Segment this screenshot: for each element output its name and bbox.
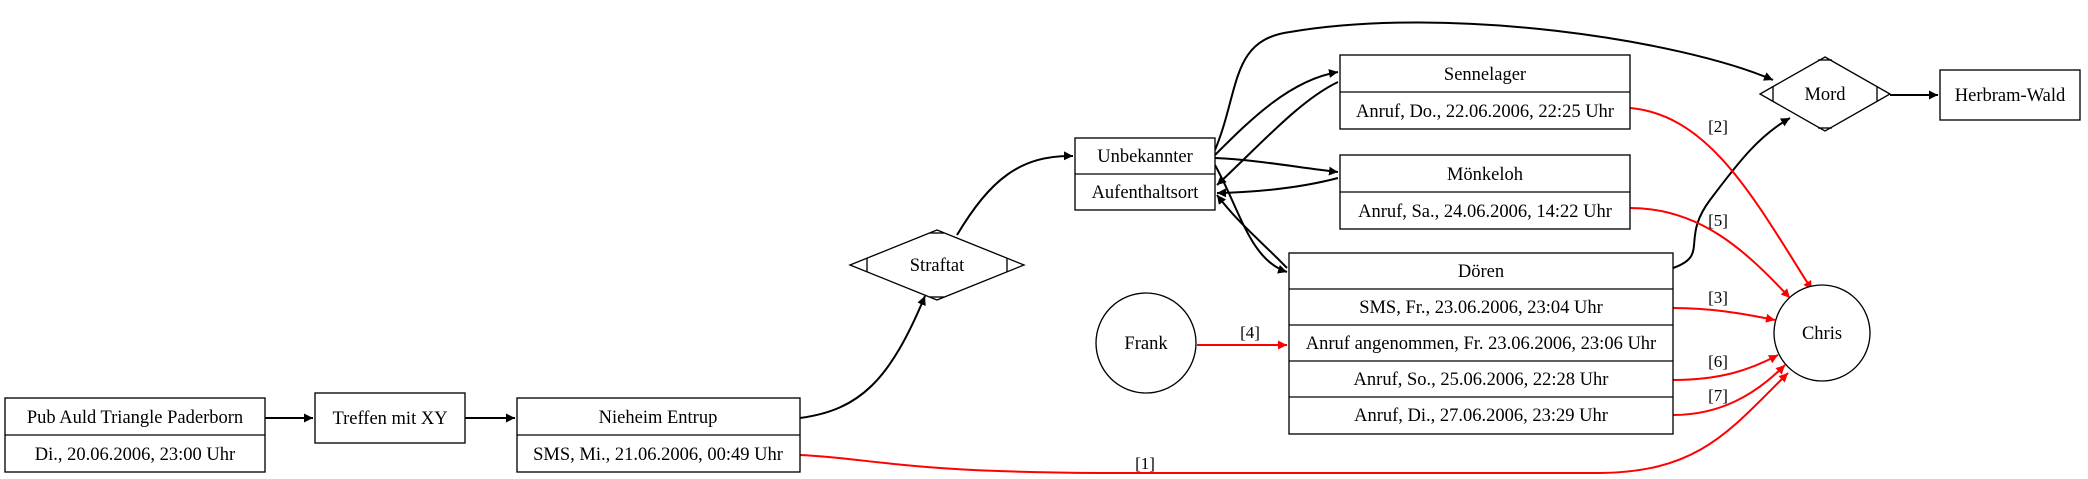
edges-black — [265, 21, 1938, 423]
node-doeren-row: Anruf, Di., 27.06.2006, 23:29 Uhr — [1354, 406, 1608, 426]
node-nieheim-name: Nieheim Entrup — [599, 408, 718, 428]
node-unbekannt-line2: Aufenthaltsort — [1092, 183, 1200, 203]
node-pub-detail: Di., 20.06.2006, 23:00 Uhr — [35, 445, 235, 465]
edge-2 — [1629, 107, 1813, 291]
node-unbekannt: Unbekannter Aufenthaltsort — [1074, 137, 1216, 211]
node-nieheim: Nieheim Entrup SMS, Mi., 21.06.2006, 00:… — [516, 397, 801, 473]
node-doeren-name: Dören — [1458, 262, 1504, 282]
node-doeren: Dören SMS, Fr., 23.06.2006, 23:04 Uhr An… — [1288, 252, 1674, 435]
node-sennelager-detail: Anruf, Do., 22.06.2006, 22:25 Uhr — [1356, 102, 1614, 122]
node-unbekannt-line1: Unbekannter — [1097, 147, 1193, 167]
edge-label-3: [3] — [1708, 288, 1728, 307]
node-pub: Pub Auld Triangle Paderborn Di., 20.06.2… — [4, 397, 266, 473]
edge-doeren-mord — [1672, 117, 1791, 269]
node-nieheim-detail: SMS, Mi., 21.06.2006, 00:49 Uhr — [533, 445, 783, 465]
edge-moenkeloh-unbekannt — [1216, 177, 1339, 198]
edge-unbekannt-sennelager — [1214, 69, 1339, 156]
edges-red — [799, 107, 1813, 474]
edge-labels: [1] [2] [3] [4] [5] [6] [7] — [1135, 117, 1728, 473]
node-doeren-row: Anruf angenommen, Fr. 23.06.2006, 23:06 … — [1306, 334, 1656, 354]
node-frank: Frank — [1095, 292, 1197, 394]
node-frank-name: Frank — [1124, 334, 1168, 354]
edge-label-4: [4] — [1240, 323, 1260, 342]
edge-7 — [1672, 364, 1786, 416]
node-moenkeloh: Mönkeloh Anruf, Sa., 24.06.2006, 14:22 U… — [1339, 154, 1631, 230]
node-straftat-name: Straftat — [910, 256, 965, 276]
node-sennelager-name: Sennelager — [1444, 65, 1526, 85]
node-doeren-row: SMS, Fr., 23.06.2006, 23:04 Uhr — [1359, 298, 1603, 318]
edge-doeren-unbekannt — [1216, 194, 1288, 269]
edge-straftat-unbekannt — [956, 151, 1074, 236]
edge-5 — [1629, 207, 1791, 299]
node-chris: Chris — [1773, 284, 1871, 382]
edge-label-1: [1] — [1135, 454, 1155, 473]
node-mord-name: Mord — [1804, 85, 1846, 105]
edge-unbekannt-mord — [1214, 21, 1774, 151]
node-treffen-name: Treffen mit XY — [332, 409, 447, 429]
node-sennelager: Sennelager Anruf, Do., 22.06.2006, 22:25… — [1339, 54, 1631, 130]
edge-unbekannt-doeren — [1214, 164, 1288, 274]
node-moenkeloh-detail: Anruf, Sa., 24.06.2006, 14:22 Uhr — [1358, 202, 1612, 222]
edge-3 — [1672, 307, 1776, 323]
node-straftat: Straftat — [848, 229, 1026, 301]
edge-label-6: [6] — [1708, 352, 1728, 371]
node-chris-name: Chris — [1802, 324, 1842, 344]
edge-1 — [799, 372, 1789, 474]
node-herbram-name: Herbram-Wald — [1955, 86, 2066, 106]
node-treffen: Treffen mit XY — [314, 392, 466, 444]
edge-label-7: [7] — [1708, 386, 1728, 405]
edge-sennelager-unbekannt — [1216, 81, 1339, 186]
node-moenkeloh-name: Mönkeloh — [1447, 165, 1523, 185]
node-pub-name: Pub Auld Triangle Paderborn — [27, 408, 243, 428]
edge-6 — [1672, 354, 1779, 381]
edge-label-2: [2] — [1708, 117, 1728, 136]
node-mord: Mord — [1758, 56, 1892, 132]
node-herbram: Herbram-Wald — [1939, 69, 2081, 121]
node-doeren-row: Anruf, So., 25.06.2006, 22:28 Uhr — [1354, 370, 1609, 390]
edge-label-5: [5] — [1708, 211, 1728, 230]
edge-unbekannt-moenkeloh — [1214, 157, 1339, 176]
edge-nieheim-straftat — [799, 295, 926, 419]
